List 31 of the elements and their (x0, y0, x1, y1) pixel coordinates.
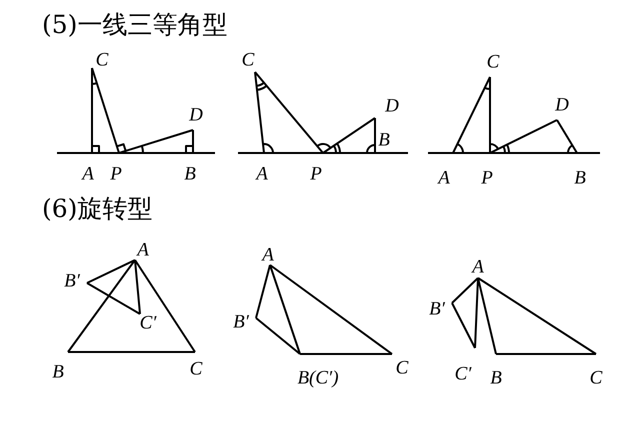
point-label: B(C′) (297, 368, 339, 388)
point-label: B (490, 368, 502, 388)
point-label: C (190, 360, 202, 378)
point-label: P (110, 164, 122, 184)
section-heading: (6)旋转型 (42, 196, 152, 221)
point-label: D (189, 106, 203, 124)
point-label: A (137, 240, 149, 260)
point-label: C′ (454, 364, 472, 384)
point-label: P (310, 164, 322, 184)
point-label: A (256, 164, 268, 184)
point-label: B′ (429, 300, 445, 318)
point-label: C′ (140, 314, 156, 332)
point-label: B (574, 168, 586, 188)
point-label: B (52, 362, 64, 382)
point-label: A (438, 168, 450, 188)
point-label: P (481, 168, 493, 188)
point-label: D (385, 96, 399, 116)
section-heading: (5)一线三等角型 (42, 12, 228, 37)
point-label: C (96, 50, 108, 70)
point-label: B (378, 130, 390, 150)
point-label: A (262, 246, 274, 264)
point-label: B′ (64, 272, 80, 290)
point-label: B′ (233, 312, 249, 332)
point-label: B (184, 164, 196, 184)
point-label: C (396, 358, 408, 378)
point-label: A (82, 164, 94, 184)
point-label: A (472, 258, 484, 276)
point-label: C (242, 50, 254, 70)
point-label: D (555, 96, 569, 114)
point-label: C (590, 368, 602, 388)
point-label: C (486, 52, 500, 72)
